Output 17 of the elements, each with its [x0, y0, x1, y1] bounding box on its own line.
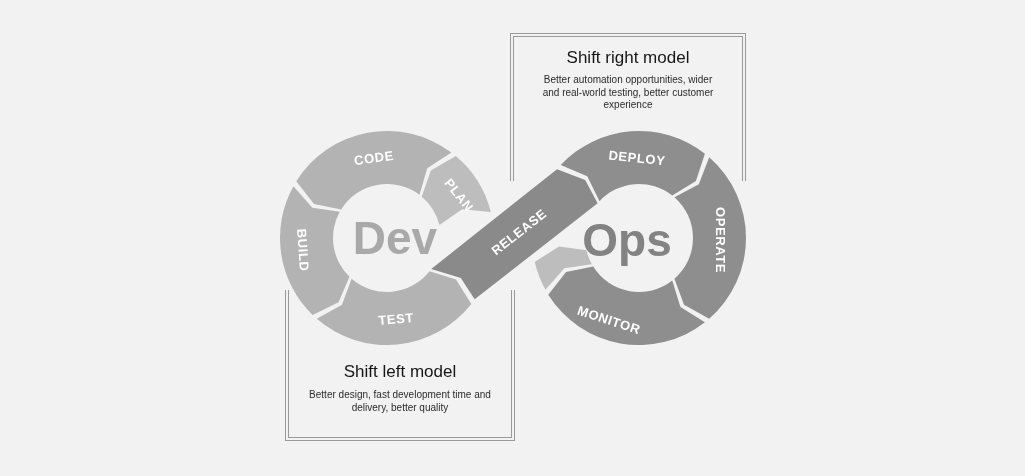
segment-label: CODE [353, 148, 395, 168]
segment-label: BUILD [295, 228, 311, 272]
arrow-segment [548, 266, 705, 345]
frame-description: Better design, fast development time and delivery, better quality [308, 389, 492, 414]
frame-description: Better automation opportunities, wider and real-world testing, better customer experience [541, 74, 715, 112]
segment-label: OPERATE [713, 206, 727, 274]
arrow-segment [280, 186, 350, 315]
frame-heading: Shift right model [566, 48, 690, 68]
segment-label: TEST [377, 310, 415, 328]
frame [510, 33, 746, 181]
segment-label: DEPLOY [607, 148, 667, 168]
loop-title: Dev [352, 215, 438, 261]
arrow-segment [674, 157, 746, 319]
arrow-segment [316, 271, 472, 345]
frame-heading: Shift left model [343, 362, 457, 382]
arrow-segment [560, 131, 705, 202]
frame [285, 290, 515, 441]
